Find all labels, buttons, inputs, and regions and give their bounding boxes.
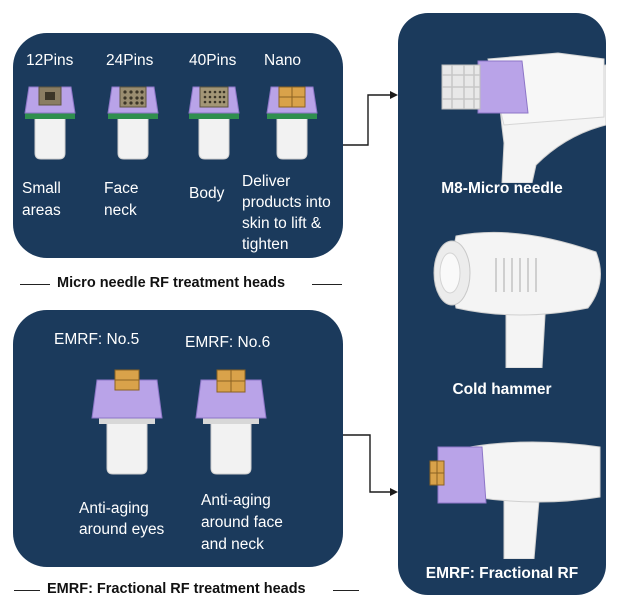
emrf-panel: EMRF: No.5 EMRF: No.6 Anti-aging around … <box>13 310 343 567</box>
emrf-caption-rule-left <box>14 590 40 591</box>
tip-emrf-no6-image <box>195 369 267 475</box>
emrf-fractional-rf-label: EMRF: Fractional RF <box>425 565 579 582</box>
tip-40pins-image <box>188 86 240 160</box>
micro-needle-panel: 12Pins 24Pins 40Pins Nano Small areas Fa… <box>13 33 343 258</box>
emrf-no6-label: EMRF: No.6 <box>185 334 271 351</box>
micro-needle-caption: Micro needle RF treatment heads <box>57 275 286 291</box>
use-no5-line1: Anti-aging <box>79 500 149 517</box>
m8-micro-needle-label: M8-Micro needle <box>441 180 563 197</box>
emrf-handpiece-image <box>429 441 601 559</box>
use-no5-line2: around eyes <box>79 521 165 538</box>
cold-hammer-image <box>433 231 601 368</box>
arrow-head-emrf <box>390 488 398 496</box>
pins-label-24: 24Pins <box>106 52 154 69</box>
use-24pins-line2: neck <box>104 202 137 219</box>
arrow-head-m8 <box>390 91 398 99</box>
use-12pins-line1: Small <box>22 180 61 197</box>
tip-emrf-no5-image <box>91 369 163 475</box>
use-40pins-line1: Body <box>189 185 225 202</box>
tip-12pins-image <box>24 86 76 160</box>
emrf-caption: EMRF: Fractional RF treatment heads <box>47 581 306 597</box>
caption-rule-left <box>20 284 50 285</box>
use-nano-line3: skin to lift & <box>242 215 322 232</box>
arrow-micro-to-m8 <box>343 94 392 146</box>
caption-rule-right <box>312 284 342 285</box>
tip-nano-image <box>266 86 318 160</box>
emrf-caption-rule-right <box>333 590 359 591</box>
tip-24pins-image <box>107 86 159 160</box>
arrow-emrf-to-handpiece <box>343 434 392 493</box>
use-no6-line3: and neck <box>201 536 264 553</box>
use-no6-line1: Anti-aging <box>201 492 271 509</box>
use-12pins-line2: areas <box>22 202 61 219</box>
use-no6-line2: around face <box>201 514 283 531</box>
emrf-no5-label: EMRF: No.5 <box>54 331 140 348</box>
pins-label-nano: Nano <box>264 52 302 69</box>
m8-handpiece-image <box>441 52 606 183</box>
cold-hammer-label: Cold hammer <box>452 381 552 398</box>
use-24pins-line1: Face <box>104 180 139 197</box>
handpieces-panel: M8-Micro needle Cold hammer EMRF: Fracti… <box>398 13 606 595</box>
use-nano-line4: tighten <box>242 236 289 253</box>
pins-label-12: 12Pins <box>26 52 74 69</box>
pins-label-40: 40Pins <box>189 52 237 69</box>
use-nano-line1: Deliver <box>242 173 291 190</box>
use-nano-line2: products into <box>242 194 331 211</box>
